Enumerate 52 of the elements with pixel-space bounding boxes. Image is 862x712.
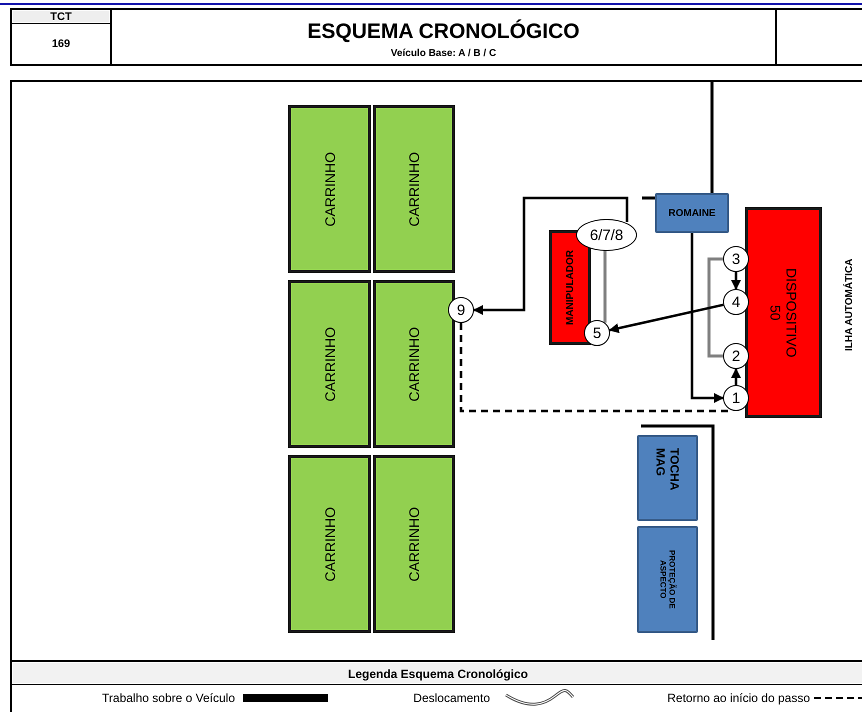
equipment-box: [637, 435, 698, 521]
arrow: [731, 368, 741, 385]
node-label: CARRINHO: [406, 152, 422, 226]
node-label: TOCHA MAG: [654, 448, 682, 492]
node-label: DISPOSITIVO 50: [768, 266, 800, 360]
node-label: ROMAINE: [668, 208, 716, 218]
arrow: [608, 304, 724, 334]
manipulator-box: [549, 230, 591, 345]
node-label: 5: [592, 324, 602, 342]
node-label: CARRINHO: [406, 506, 422, 582]
node-label: 4: [732, 294, 740, 310]
node-label: CARRINHO: [322, 326, 338, 402]
node-label: 6/7/8: [590, 226, 624, 244]
arrow: [690, 233, 724, 403]
travel-line: [604, 250, 606, 323]
step-circle: [723, 289, 749, 315]
node-label: 9: [456, 302, 466, 318]
node-label: 3: [732, 250, 740, 268]
cart-box: [373, 280, 455, 448]
page-subtitle: Veículo Base: A / B / C: [390, 48, 498, 59]
arrow: [473, 196, 628, 315]
fixture-box: [745, 207, 822, 418]
node-label: CARRINHO: [406, 326, 422, 402]
node-label: 1: [732, 390, 740, 406]
legend-title: Legenda Esquema Cronológico: [346, 667, 530, 681]
arrow: [731, 272, 741, 290]
station-box: [655, 193, 729, 233]
document-number: 169: [52, 38, 70, 50]
legend-label: Retorno ao início do passo: [667, 691, 810, 705]
step-circle: [723, 246, 749, 272]
page-title: ESQUEMA CRONOLÓGICO: [306, 20, 581, 44]
step-circle: [448, 297, 474, 323]
return-line: [460, 323, 730, 412]
node-label: PROTEÇÃO DE ASPECTO: [658, 549, 676, 611]
cart-box: [288, 105, 371, 273]
step-circle: [584, 320, 610, 346]
legend-label: Trabalho sobre o Veículo: [102, 691, 235, 705]
cart-box: [373, 455, 455, 633]
area-label: ILHA AUTOMÁTICA: [844, 258, 855, 354]
travel-line: [708, 258, 723, 358]
cart-box: [373, 105, 455, 273]
legend-label: Deslocamento: [413, 691, 490, 705]
node-label: CARRINHO: [322, 506, 338, 582]
equipment-box: [637, 526, 698, 633]
node-label: 2: [732, 348, 740, 364]
step-circle: [723, 385, 749, 411]
cart-box: [288, 455, 371, 633]
document-code: TCT: [50, 10, 72, 22]
node-label: MANIPULADOR: [564, 250, 576, 325]
node-label: CARRINHO: [322, 152, 338, 226]
step-circle: [723, 343, 749, 369]
cart-box: [288, 280, 371, 448]
